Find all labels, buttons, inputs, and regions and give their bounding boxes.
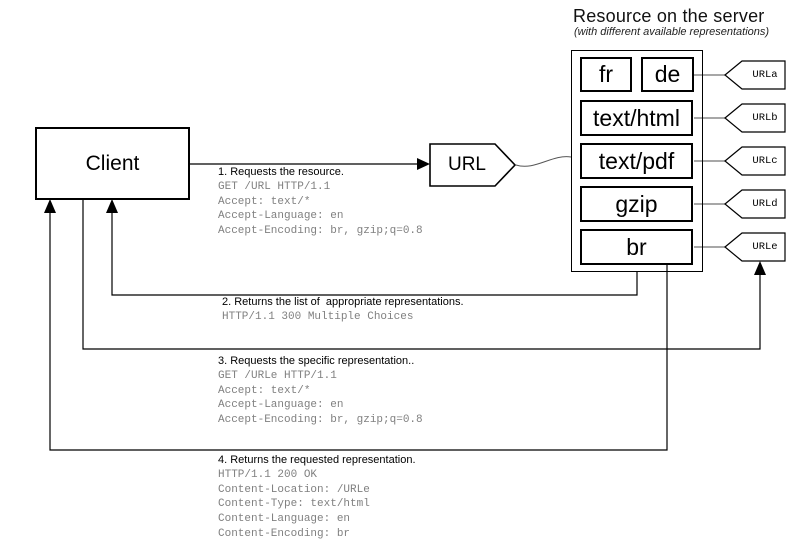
message-heading: 2. Returns the list of appropriate repre… (222, 296, 464, 308)
arrowhead-up-icon (106, 199, 118, 213)
http-line: Accept: text/* (218, 195, 311, 208)
arrow-line-returns-list (111, 212, 638, 296)
url-pentagon-icon (429, 143, 517, 187)
representation-text-pdf: text/pdf (580, 143, 693, 179)
message-heading: 1. Requests the resource. (218, 166, 344, 178)
url-tag-urlc: URLc (724, 146, 786, 176)
representation-label: fr (598, 61, 614, 87)
http-line: Content-Type: text/html (218, 498, 370, 511)
http-line: Accept-Encoding: br, gzip;q=0.8 (218, 225, 423, 238)
url-tag-urld: URLd (724, 189, 786, 219)
tag-shape-icon (724, 146, 786, 176)
url-node: URL (429, 143, 517, 187)
message-block-1: 1. Requests the resource. GET /URL HTTP/… (218, 166, 423, 239)
representation-text-html: text/html (580, 100, 693, 136)
url-tag-label: URLb (752, 112, 778, 124)
tag-shape-icon (724, 189, 786, 219)
representation-br: br (580, 229, 693, 265)
tag-shape-icon (724, 232, 786, 262)
representation-label: gzip (615, 190, 658, 217)
arrowhead-up-icon (44, 199, 56, 213)
message-block-2: 2. Returns the list of appropriate repre… (222, 296, 464, 325)
server-resource-box (571, 50, 703, 272)
page-subtitle: (with different available representation… (574, 26, 770, 38)
url-tag-label: URLe (752, 241, 778, 253)
representation-fr: fr (580, 57, 632, 92)
client-node: Client (35, 127, 190, 200)
http-line: Accept-Language: en (218, 399, 344, 412)
message-heading: 3. Requests the specific representation.… (218, 355, 415, 367)
arrow-line-returns-representation (49, 212, 668, 451)
tag-shape-icon (724, 60, 786, 90)
http-line: HTTP/1.1 300 Multiple Choices (222, 311, 414, 323)
arrowhead-right-icon (417, 158, 430, 170)
http-line: GET /URL HTTP/1.1 (218, 181, 331, 193)
representation-label: br (626, 233, 647, 260)
client-label: Client (85, 151, 140, 175)
message-heading: 4. Returns the requested representation. (218, 454, 416, 466)
tag-shape-icon (724, 103, 786, 133)
message-block-3: 3. Requests the specific representation.… (218, 355, 423, 428)
http-line: Accept-Encoding: br, gzip;q=0.8 (218, 414, 423, 427)
url-tag-label: URLc (752, 155, 778, 167)
http-line: HTTP/1.1 200 OK (218, 469, 318, 481)
representation-label: text/pdf (598, 147, 675, 174)
representation-gzip: gzip (580, 186, 693, 222)
representation-de: de (641, 57, 694, 92)
url-tag-label: URLa (752, 69, 778, 81)
url-tag-urla: URLa (724, 60, 786, 90)
http-line: Accept: text/* (218, 384, 311, 397)
url-node-label: URL (447, 154, 486, 175)
page-title: Resource on the server (573, 6, 765, 26)
message-block-4: 4. Returns the requested representation.… (218, 454, 416, 542)
representation-label: de (654, 61, 681, 87)
http-line: Content-Encoding: br (218, 527, 351, 540)
url-tag-urle: URLe (724, 232, 786, 262)
http-line: Accept-Language: en (218, 210, 344, 223)
http-line: GET /URLe HTTP/1.1 (218, 370, 337, 382)
representation-label: text/html (593, 104, 680, 131)
http-line: Content-Location: /URLe (218, 483, 370, 496)
arrowhead-up-icon (754, 261, 766, 275)
url-tag-urlb: URLb (724, 103, 786, 133)
url-tag-label: URLd (752, 198, 778, 210)
http-line: Content-Language: en (218, 513, 351, 526)
arrow-line-request-specific (82, 200, 761, 350)
url-to-server-connector (515, 156, 572, 167)
